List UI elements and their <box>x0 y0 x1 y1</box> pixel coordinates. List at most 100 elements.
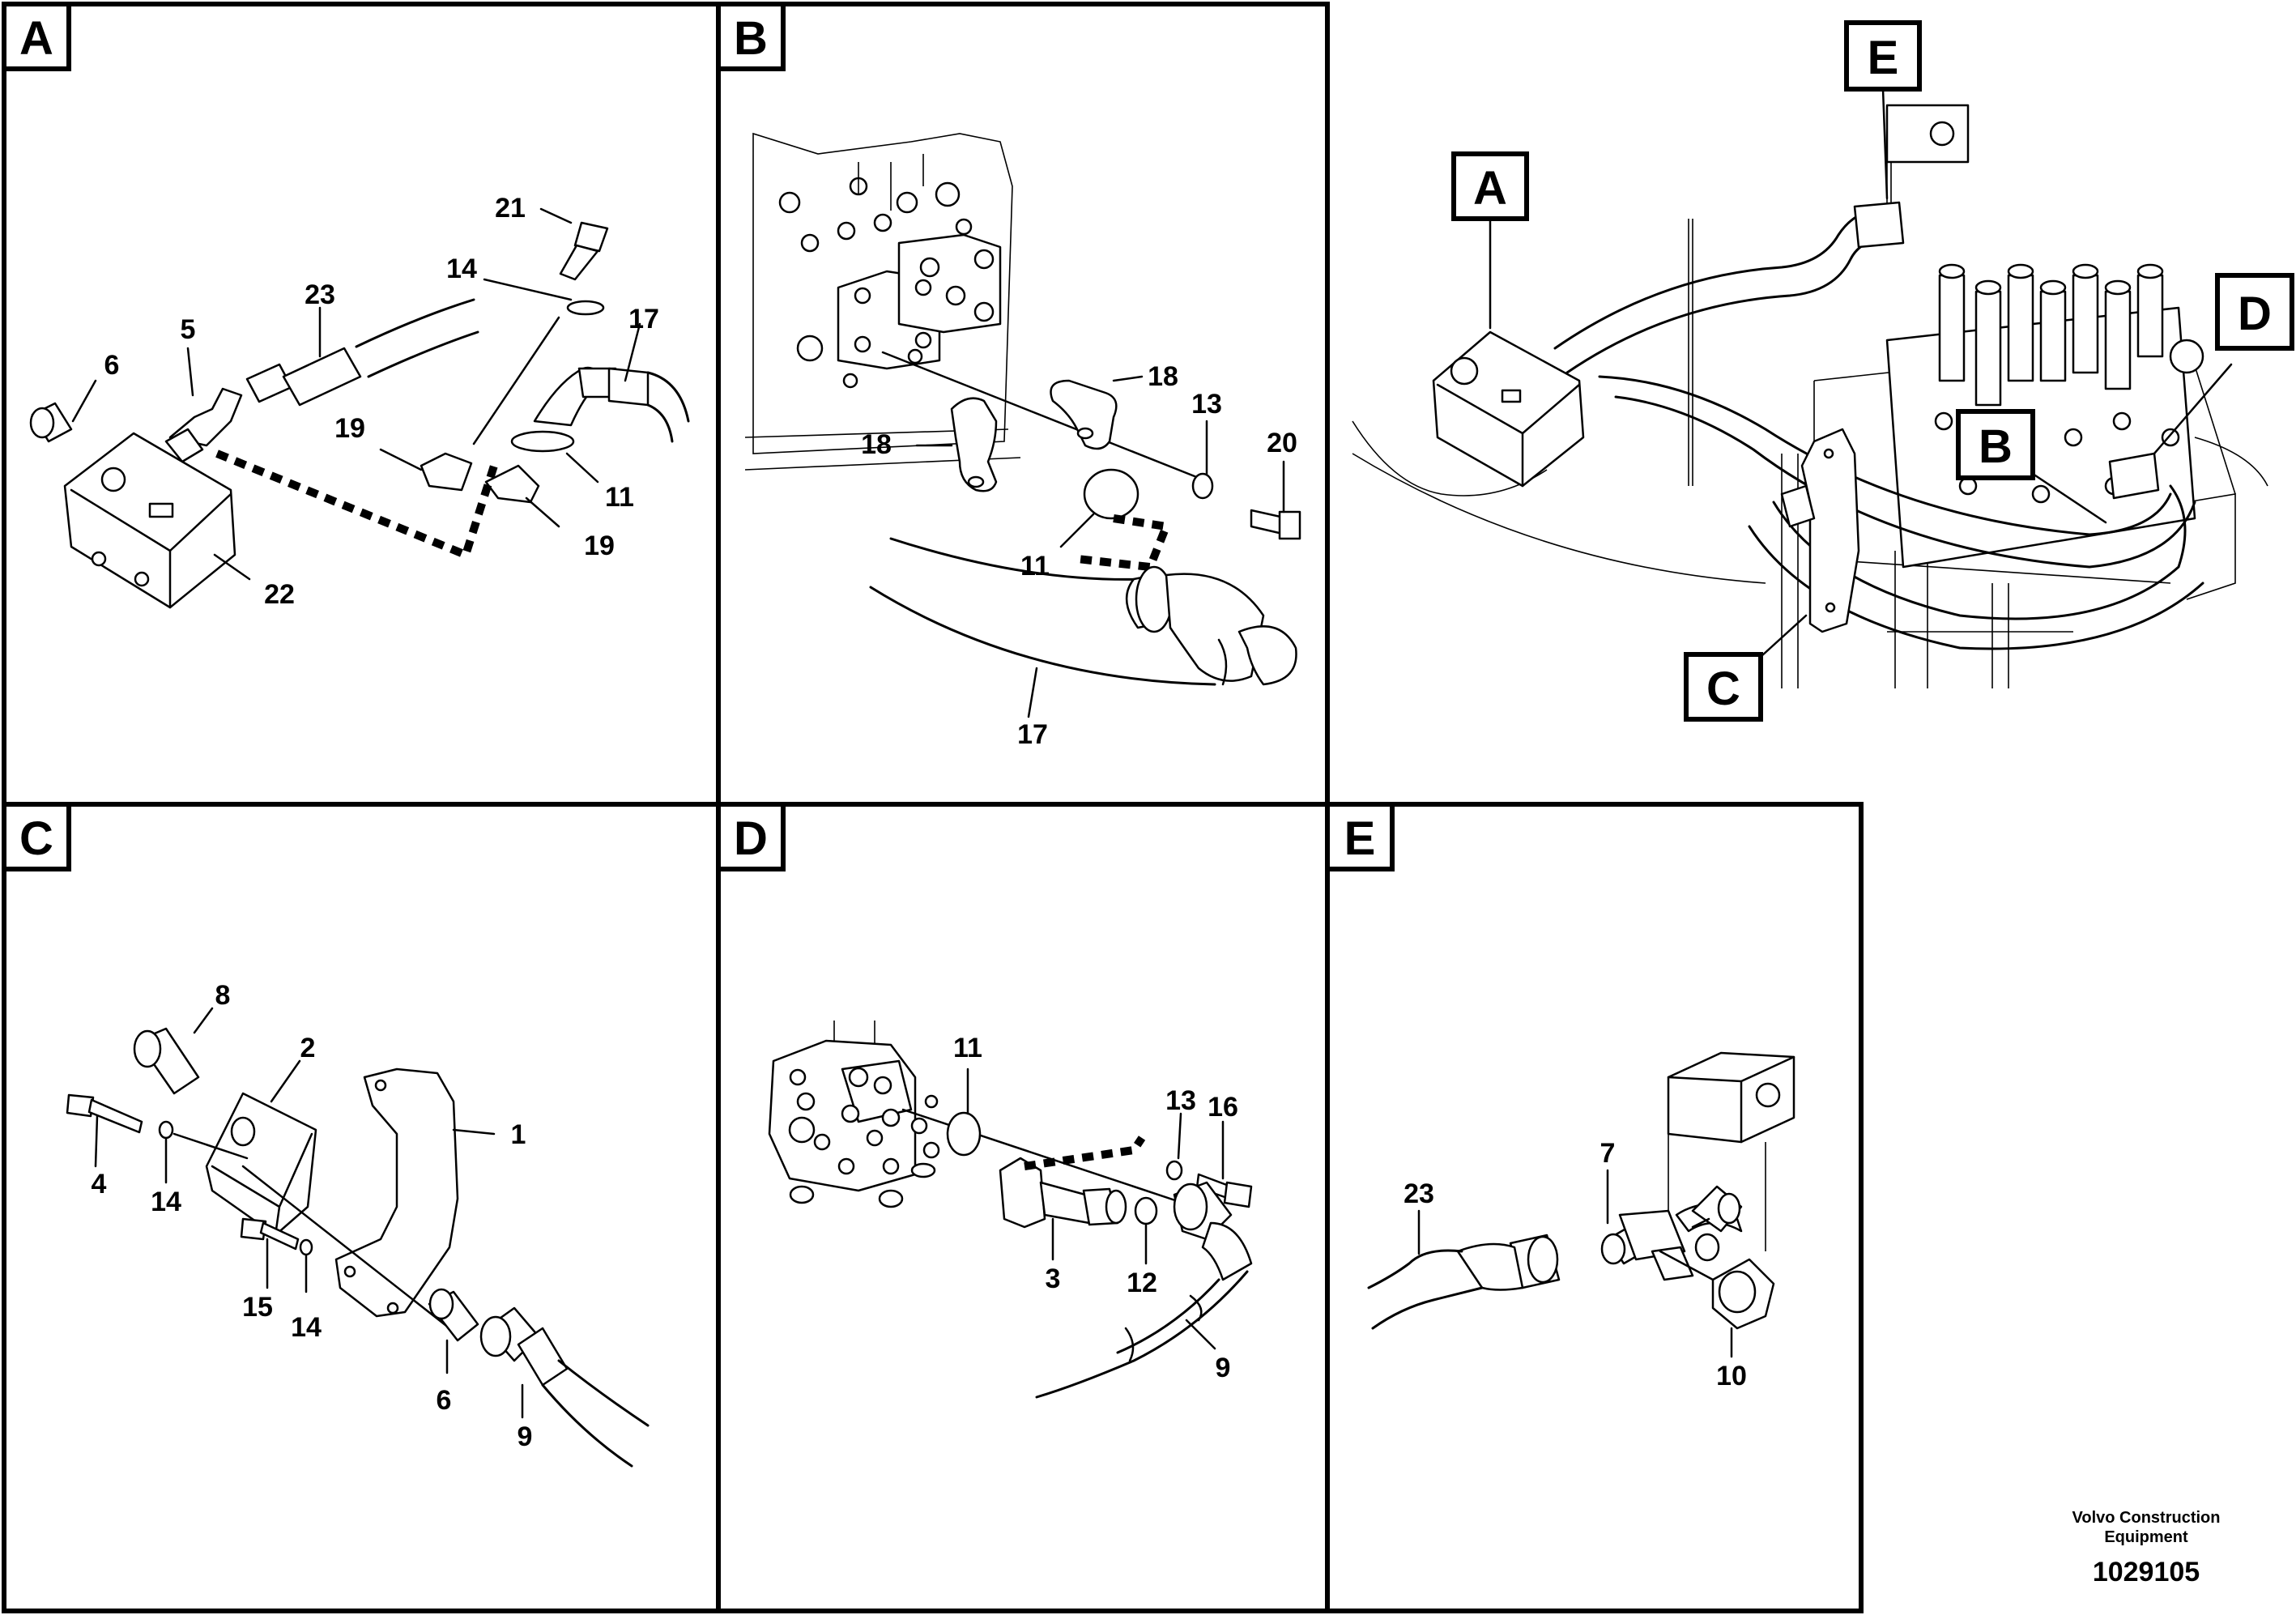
overview-hoses <box>1553 201 2204 650</box>
hose-part-17-b <box>869 537 1297 718</box>
label-a-14: 14 <box>446 254 477 284</box>
axis-line-b <box>881 351 1200 479</box>
overview-callout-e-letter: E <box>1868 32 1899 84</box>
label-a-6: 6 <box>104 350 120 381</box>
label-a-23: 23 <box>305 279 335 310</box>
clamp-part-19a <box>379 448 473 492</box>
label-a-11: 11 <box>605 482 634 513</box>
panel-a-drawing: 6 5 23 21 14 17 19 11 19 22 <box>29 193 690 610</box>
connection-dash-d <box>1024 1136 1146 1170</box>
valve-part-2 <box>205 1059 317 1237</box>
panel-letter-tags: A B C D E <box>2 2 1395 871</box>
title-block: Volvo Construction Equipment 1029105 <box>2025 1508 2268 1588</box>
washer-part-14-c-lower <box>299 1238 313 1256</box>
control-valve-outline <box>744 132 1021 471</box>
label-a-21: 21 <box>495 193 526 224</box>
overview-callout-c-letter: C <box>1706 663 1740 715</box>
label-b-18-upper: 18 <box>1148 361 1178 392</box>
elbow-part-5 <box>164 347 243 463</box>
overview-bracket <box>1780 428 1860 633</box>
manufacturer-line-2: Equipment <box>2104 1528 2188 1546</box>
panel-b-tag: B <box>716 2 786 71</box>
overview-callout-c: C <box>1684 652 1763 722</box>
overview-callout-a-letter: A <box>1473 162 1507 215</box>
overview-control-valve <box>1885 104 2204 569</box>
hose-part-9-d <box>1035 1181 1253 1399</box>
hose-part-23 <box>245 298 479 407</box>
clamp-part-19b <box>484 464 560 528</box>
valve-block-e <box>1667 1051 1795 1251</box>
connection-dash-a <box>215 450 498 560</box>
oring-part-12 <box>1134 1196 1158 1225</box>
panel-c-tag: C <box>2 802 71 871</box>
label-c-9: 9 <box>518 1421 533 1452</box>
label-c-4: 4 <box>92 1169 107 1200</box>
label-d-9: 9 <box>1216 1353 1231 1383</box>
oring-part-11-d <box>946 1111 982 1157</box>
clamp-half-part-18-lower <box>915 397 998 492</box>
flange-part-3 <box>999 1157 1127 1261</box>
panel-e-tag: E <box>1325 802 1395 871</box>
panel-e-letter: E <box>1344 812 1376 865</box>
washer-part-13 <box>1191 472 1214 500</box>
overview-leader-c <box>1760 614 1808 658</box>
panel-a-tag: A <box>2 2 71 71</box>
fitting-part-6 <box>29 379 97 443</box>
label-a-22: 22 <box>264 579 295 610</box>
overview-leader-e <box>1881 87 1889 200</box>
panel-d-letter: D <box>734 812 768 865</box>
panel-a-frame <box>2 2 721 807</box>
oring-part-11-b <box>1083 468 1139 520</box>
panel-e-drawing: 23 7 10 <box>1367 1051 1795 1391</box>
fitting-part-8 <box>133 1007 214 1095</box>
label-b-11: 11 <box>1020 551 1050 582</box>
washer-part-13-d <box>1165 1160 1183 1181</box>
fitting-part-6-c <box>428 1288 479 1374</box>
hose-part-9-c <box>479 1306 650 1468</box>
panel-frames <box>2 2 1864 1613</box>
label-c-1: 1 <box>511 1119 526 1150</box>
screw-part-20 <box>1250 460 1301 540</box>
panel-d-tag: D <box>716 802 786 871</box>
connection-dash-b <box>1076 514 1172 572</box>
oring-part-11 <box>510 430 575 453</box>
washer-part-14-c-upper <box>158 1120 174 1140</box>
screw-part-16 <box>1195 1120 1253 1208</box>
panel-d-drawing: 11 13 16 3 12 9 <box>768 1021 1253 1399</box>
bracket-part-1 <box>334 1067 496 1318</box>
overview-drawing: A E D B C <box>1352 20 2294 722</box>
bolt-part-4 <box>66 1093 143 1168</box>
bolt-part-15 <box>240 1217 300 1289</box>
elbow-fitting-e <box>1691 1185 1743 1233</box>
label-c-15: 15 <box>242 1292 273 1323</box>
overview-callout-d: D <box>2215 273 2294 351</box>
label-d-16: 16 <box>1208 1092 1238 1123</box>
panel-c-letter: C <box>19 812 53 865</box>
label-d-11: 11 <box>953 1033 982 1063</box>
label-e-7: 7 <box>1600 1138 1616 1169</box>
label-c-14-upper: 14 <box>151 1187 181 1217</box>
panel-b-frame <box>716 2 1330 807</box>
panel-c-frame <box>2 802 721 1613</box>
overview-callout-a: A <box>1451 151 1529 221</box>
label-a-19-right: 19 <box>584 531 615 561</box>
control-valve-d <box>768 1021 940 1208</box>
label-a-17: 17 <box>628 304 659 335</box>
bolt-part-21 <box>539 207 609 281</box>
label-d-12: 12 <box>1127 1268 1157 1298</box>
label-e-23: 23 <box>1404 1178 1434 1209</box>
nut-part-10 <box>1659 1250 1775 1358</box>
clamp-half-part-18-upper <box>1050 375 1144 450</box>
panel-b-drawing: 18 18 13 20 11 17 <box>744 132 1301 750</box>
hose-part-23-e <box>1367 1209 1561 1330</box>
label-c-6: 6 <box>437 1385 452 1416</box>
label-d-3: 3 <box>1046 1263 1061 1294</box>
overview-callout-d-letter: D <box>2238 288 2272 340</box>
overview-callout-e: E <box>1844 20 1922 92</box>
washer-part-14 <box>566 300 605 316</box>
overview-leader-b <box>2031 472 2107 524</box>
panel-e-frame <box>1325 802 1864 1613</box>
panel-b-letter: B <box>734 12 768 65</box>
manufacturer-line-1: Volvo Construction <box>2072 1509 2221 1527</box>
elbow-hose-part-17 <box>533 322 690 443</box>
